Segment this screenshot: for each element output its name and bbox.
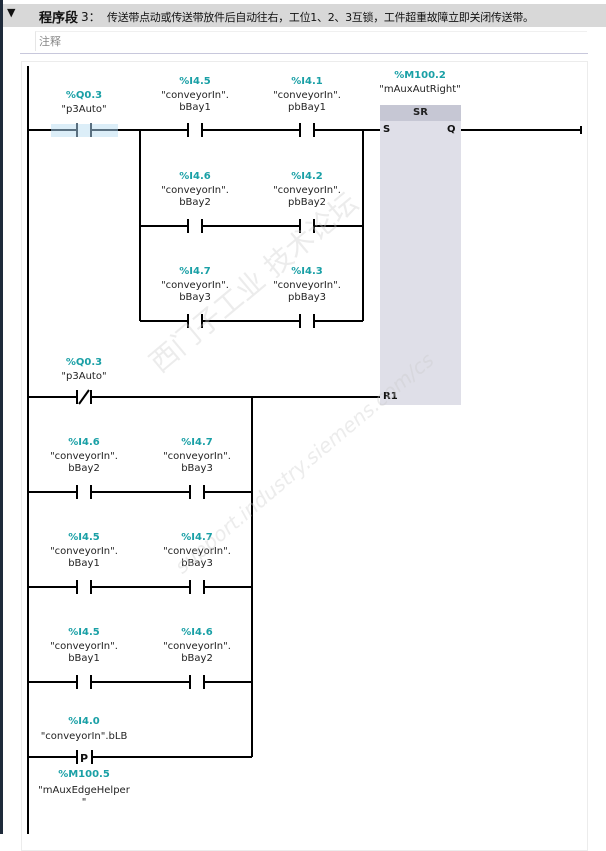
contact-symbol[interactable]: "conveyorIn".bBay3 bbox=[163, 546, 231, 569]
contact-symbol[interactable]: "conveyorIn".bBay3 bbox=[161, 280, 229, 303]
sr-pin-r1[interactable]: R1 bbox=[383, 391, 398, 402]
contact-symbol[interactable]: "conveyorIn".bBay1 bbox=[50, 641, 118, 664]
selected-contact-highlight bbox=[51, 124, 118, 137]
sr-address[interactable]: %M100.2 bbox=[394, 70, 446, 81]
collapse-triangle-icon[interactable]: ▼ bbox=[7, 6, 16, 19]
contact-address[interactable]: %Q0.3 bbox=[65, 357, 103, 368]
contact-symbol[interactable]: "conveyorIn".pbBay1 bbox=[273, 90, 341, 113]
sr-pin-q[interactable]: Q bbox=[447, 124, 456, 135]
contact-i4-7 bbox=[187, 314, 203, 328]
contact-i4-3 bbox=[299, 314, 315, 328]
contact-r-i4-6b bbox=[189, 675, 205, 689]
contact-symbol[interactable]: "conveyorIn".bBay2 bbox=[161, 185, 229, 208]
sr-pin-s[interactable]: S bbox=[383, 124, 391, 135]
contact-r-i4-5a bbox=[76, 580, 92, 594]
contact-symbol[interactable]: "conveyorIn".bBay2 bbox=[50, 451, 118, 474]
contact-r-i4-5b bbox=[76, 675, 92, 689]
contact-symbol[interactable]: "conveyorIn".bBay1 bbox=[161, 90, 229, 113]
contact-address[interactable]: %I4.7 bbox=[179, 266, 211, 277]
contact-symbol[interactable]: "conveyorIn".pbBay2 bbox=[273, 185, 341, 208]
sr-block[interactable] bbox=[380, 121, 461, 405]
contact-address[interactable]: %I4.5 bbox=[179, 76, 211, 87]
contact-address[interactable]: %I4.5 bbox=[68, 627, 100, 638]
edge-memory-symbol[interactable]: "mAuxEdgeHelper" bbox=[38, 785, 130, 808]
contact-r-i4-7a bbox=[189, 485, 205, 499]
contact-symbol[interactable]: "conveyorIn".bLB bbox=[40, 731, 128, 742]
p-edge-label: P bbox=[80, 752, 88, 765]
network-number: 3： bbox=[81, 10, 101, 24]
contact-r-i4-6 bbox=[76, 485, 92, 499]
network-comment-field[interactable]: 注释 bbox=[35, 31, 587, 51]
contact-symbol[interactable]: "p3Auto" bbox=[61, 371, 107, 382]
sr-block-type: SR bbox=[380, 105, 461, 121]
contact-q0-3 bbox=[51, 123, 118, 137]
sr-symbol[interactable]: "mAuxAutRight" bbox=[379, 84, 461, 95]
contact-nc-q0-3 bbox=[76, 389, 92, 405]
contact-symbol[interactable]: "conveyorIn".bBay1 bbox=[50, 546, 118, 569]
contact-address[interactable]: %I4.5 bbox=[68, 532, 100, 543]
contact-address[interactable]: %I4.2 bbox=[291, 171, 323, 182]
separator bbox=[20, 53, 588, 54]
network-title[interactable]: 传送带点动或传送带放件后自动往右，工位1、2、3互锁，工件超重故障立即关闭传送带… bbox=[107, 11, 534, 24]
contact-address[interactable]: %I4.0 bbox=[68, 716, 100, 727]
contact-symbol[interactable]: "p3Auto" bbox=[61, 104, 107, 115]
contact-r-i4-7b bbox=[189, 580, 205, 594]
network-label: 程序段 bbox=[39, 11, 79, 26]
contact-address[interactable]: %I4.7 bbox=[181, 532, 213, 543]
left-panel-edge bbox=[0, 0, 3, 834]
network-header[interactable]: ▼ 程序段 3： 传送带点动或传送带放件后自动往右，工位1、2、3互锁，工件超重… bbox=[3, 4, 606, 27]
edge-memory-address[interactable]: %M100.5 bbox=[58, 769, 110, 780]
contact-address[interactable]: %Q0.3 bbox=[65, 90, 103, 101]
contact-address[interactable]: %I4.6 bbox=[68, 437, 100, 448]
contact-i4-1 bbox=[299, 123, 315, 137]
contact-symbol[interactable]: "conveyorIn".pbBay3 bbox=[273, 280, 341, 303]
contact-symbol[interactable]: "conveyorIn".bBay2 bbox=[163, 641, 231, 664]
contact-i4-5 bbox=[187, 123, 203, 137]
contact-p-edge bbox=[76, 750, 93, 764]
contact-address[interactable]: %I4.6 bbox=[179, 171, 211, 182]
contact-address[interactable]: %I4.7 bbox=[181, 437, 213, 448]
contact-address[interactable]: %I4.1 bbox=[291, 76, 323, 87]
contact-address[interactable]: %I4.3 bbox=[291, 266, 323, 277]
contact-symbol[interactable]: "conveyorIn".bBay3 bbox=[163, 451, 231, 474]
contact-i4-2 bbox=[299, 219, 315, 233]
contact-i4-6 bbox=[187, 219, 203, 233]
contact-address[interactable]: %I4.6 bbox=[181, 627, 213, 638]
